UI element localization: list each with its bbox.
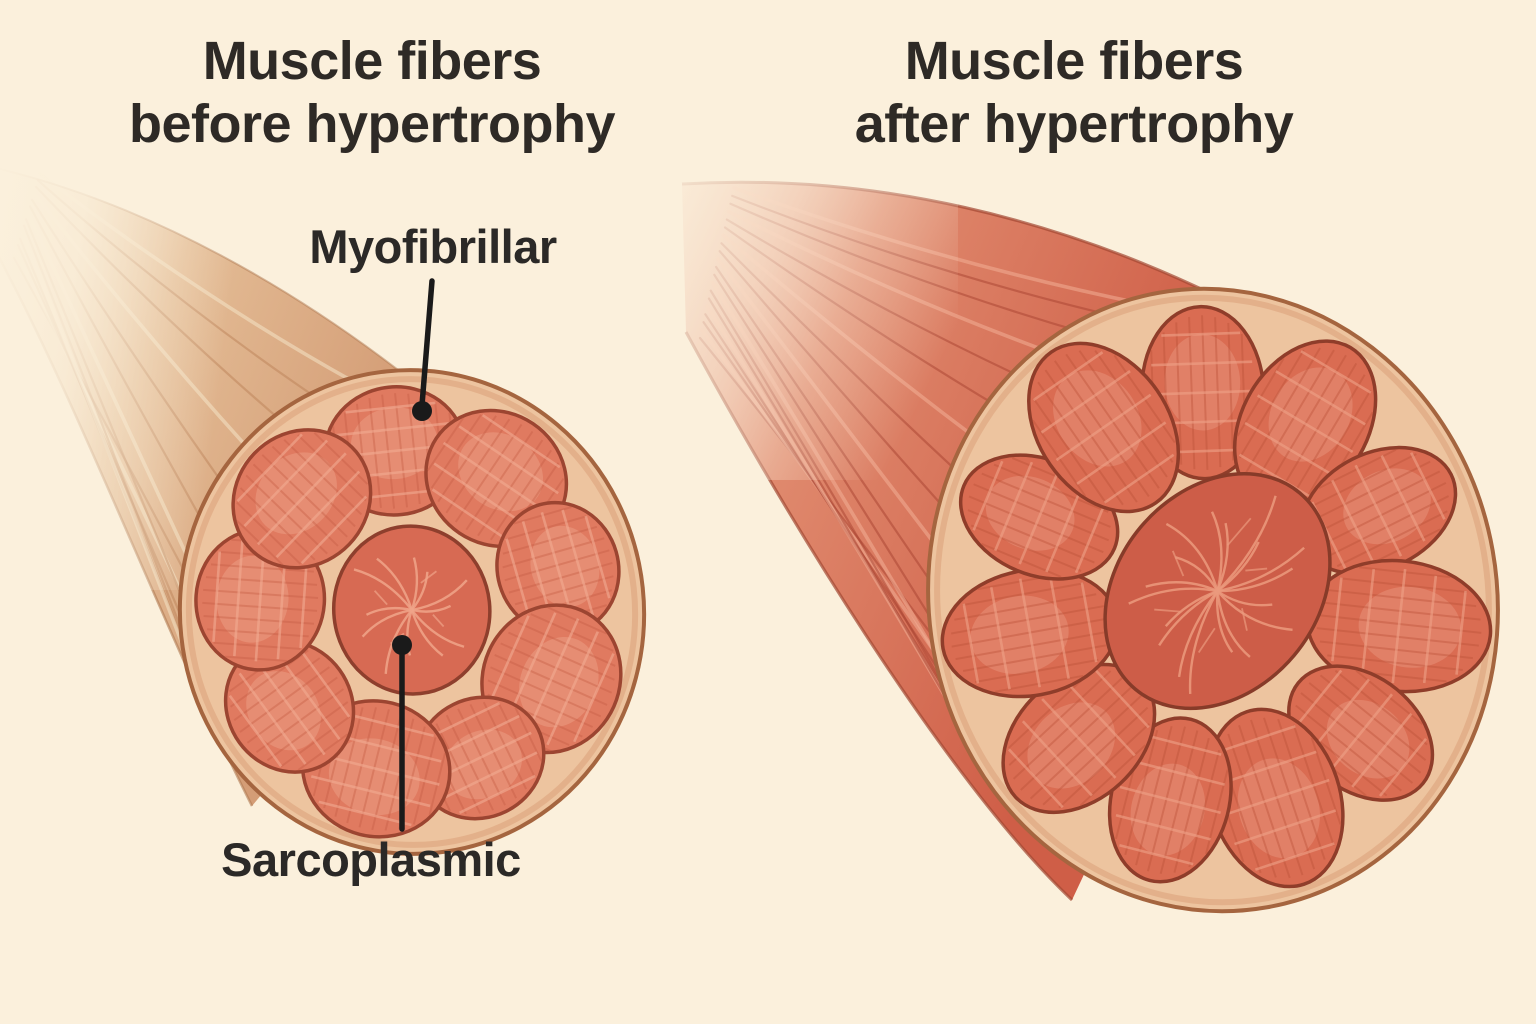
after-title-line2: after hypertrophy [854, 94, 1294, 155]
after-cross-section [926, 286, 1500, 914]
myofibrillar-pointer-dot [412, 401, 432, 421]
before-title-line1: Muscle fibers [202, 31, 542, 91]
before-title-line2: before hypertrophy [128, 94, 616, 155]
after-panel-title: Muscle fibers after hypertrophy [754, 30, 1394, 156]
sarcoplasmic-pointer-dot [392, 635, 412, 655]
muscle-tip-fades [0, 120, 958, 590]
before-cross-section [177, 368, 647, 856]
after-title-line1: Muscle fibers [904, 31, 1244, 91]
label-myofibrillar: Myofibrillar [309, 220, 557, 273]
before-panel-title: Muscle fibers before hypertrophy [52, 30, 692, 156]
label-sarcoplasmic: Sarcoplasmic [221, 833, 521, 886]
pointer-annotations [392, 278, 435, 832]
myofibrillar-pointer-line [419, 278, 435, 408]
